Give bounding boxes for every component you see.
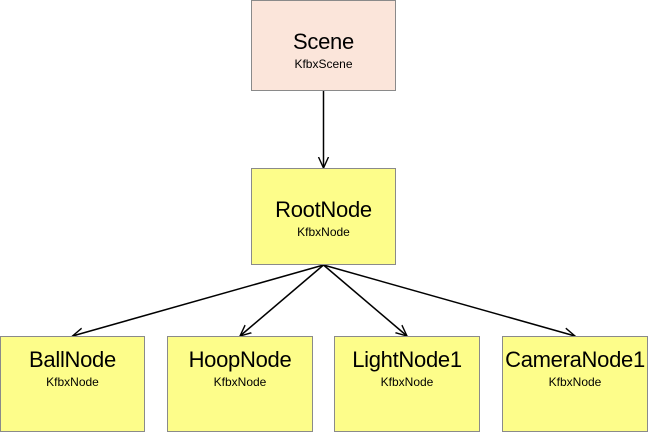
edge-root-to-camera bbox=[323, 264, 576, 336]
node-scene-type: KfbxScene bbox=[294, 57, 353, 71]
node-root: RootNode KfbxNode bbox=[251, 168, 396, 265]
edge-root-to-ball bbox=[73, 264, 324, 336]
node-scene-name: Scene bbox=[293, 29, 354, 54]
node-hoop-type: KfbxNode bbox=[213, 375, 267, 389]
node-root-name: RootNode bbox=[275, 197, 372, 222]
node-light: LightNode1 KfbxNode bbox=[334, 336, 480, 432]
node-scene: Scene KfbxScene bbox=[251, 0, 396, 91]
node-root-type: KfbxNode bbox=[297, 225, 350, 239]
node-camera: CameraNode1 KfbxNode bbox=[502, 336, 648, 432]
node-light-name: LightNode1 bbox=[352, 347, 462, 372]
node-light-type: KfbxNode bbox=[380, 375, 434, 389]
node-ball-type: KfbxNode bbox=[46, 375, 99, 389]
node-hoop: HoopNode KfbxNode bbox=[167, 336, 313, 432]
node-ball-name: BallNode bbox=[29, 347, 116, 372]
edge-root-to-light bbox=[323, 264, 408, 336]
node-hoop-name: HoopNode bbox=[188, 347, 292, 372]
node-camera-name: CameraNode1 bbox=[505, 347, 645, 372]
edge-root-to-hoop bbox=[240, 264, 324, 336]
node-ball: BallNode KfbxNode bbox=[0, 336, 145, 432]
node-camera-type: KfbxNode bbox=[548, 375, 602, 389]
